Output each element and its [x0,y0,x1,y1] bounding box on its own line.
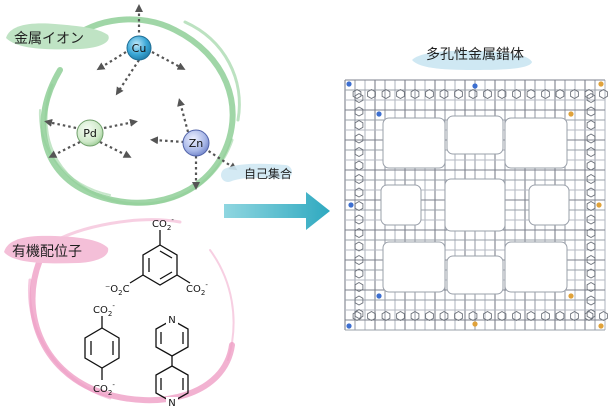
pd-label: Pd [83,127,97,140]
mof-framework [344,79,608,331]
bpy-n-top: N [168,315,175,326]
organic-ligands-text: 有機配位子 [12,244,82,260]
organic-ligands-label: 有機配位子 [4,235,109,264]
btc-left-label: ⁻O2C [105,284,130,297]
bpy-n-bottom-mask [166,397,178,408]
pd-arrows [44,118,138,158]
self-assembly-arrow: 自己集合 [221,163,330,230]
metal-ions-panel: 金属イオン Cu Pd [6,4,241,206]
metal-ions-label: 金属イオン [6,23,109,50]
organic-ligands-panel: 有機配位子 CO2- ⁻O2C CO2- [4,216,235,409]
zn-ion: Zn [182,129,210,157]
pink-swirl [27,218,235,404]
self-assembly-text: 自己集合 [244,166,292,181]
bdc-ligand [84,316,120,380]
cu-arrows [96,4,186,96]
btc-right-label: CO2- [186,281,208,297]
pd-ion: Pd [76,119,104,147]
btc-ligand [129,230,191,286]
green-swirl [38,16,241,206]
big-arrow [224,192,330,230]
zn-label: Zn [189,137,204,150]
bpy-n-top-mask [166,314,178,325]
bpy-n-bottom: N [168,398,175,409]
mof-title: 多孔性金属錯体 [426,46,524,63]
self-assembly-label-bg [221,163,292,182]
zn-arrows [150,98,238,190]
cu-label: Cu [132,42,147,55]
bdc-top-label: CO2- [93,302,115,318]
mof-label: 多孔性金属錯体 [412,46,532,70]
metal-ions-text: 金属イオン [14,31,84,47]
bdc-bottom-label: CO2- [93,381,115,397]
mof-panel: 多孔性金属錯体 [344,46,608,331]
bipyridine-ligand [155,319,189,403]
btc-top-label: CO2- [152,216,174,232]
cu-ion: Cu [126,35,152,61]
